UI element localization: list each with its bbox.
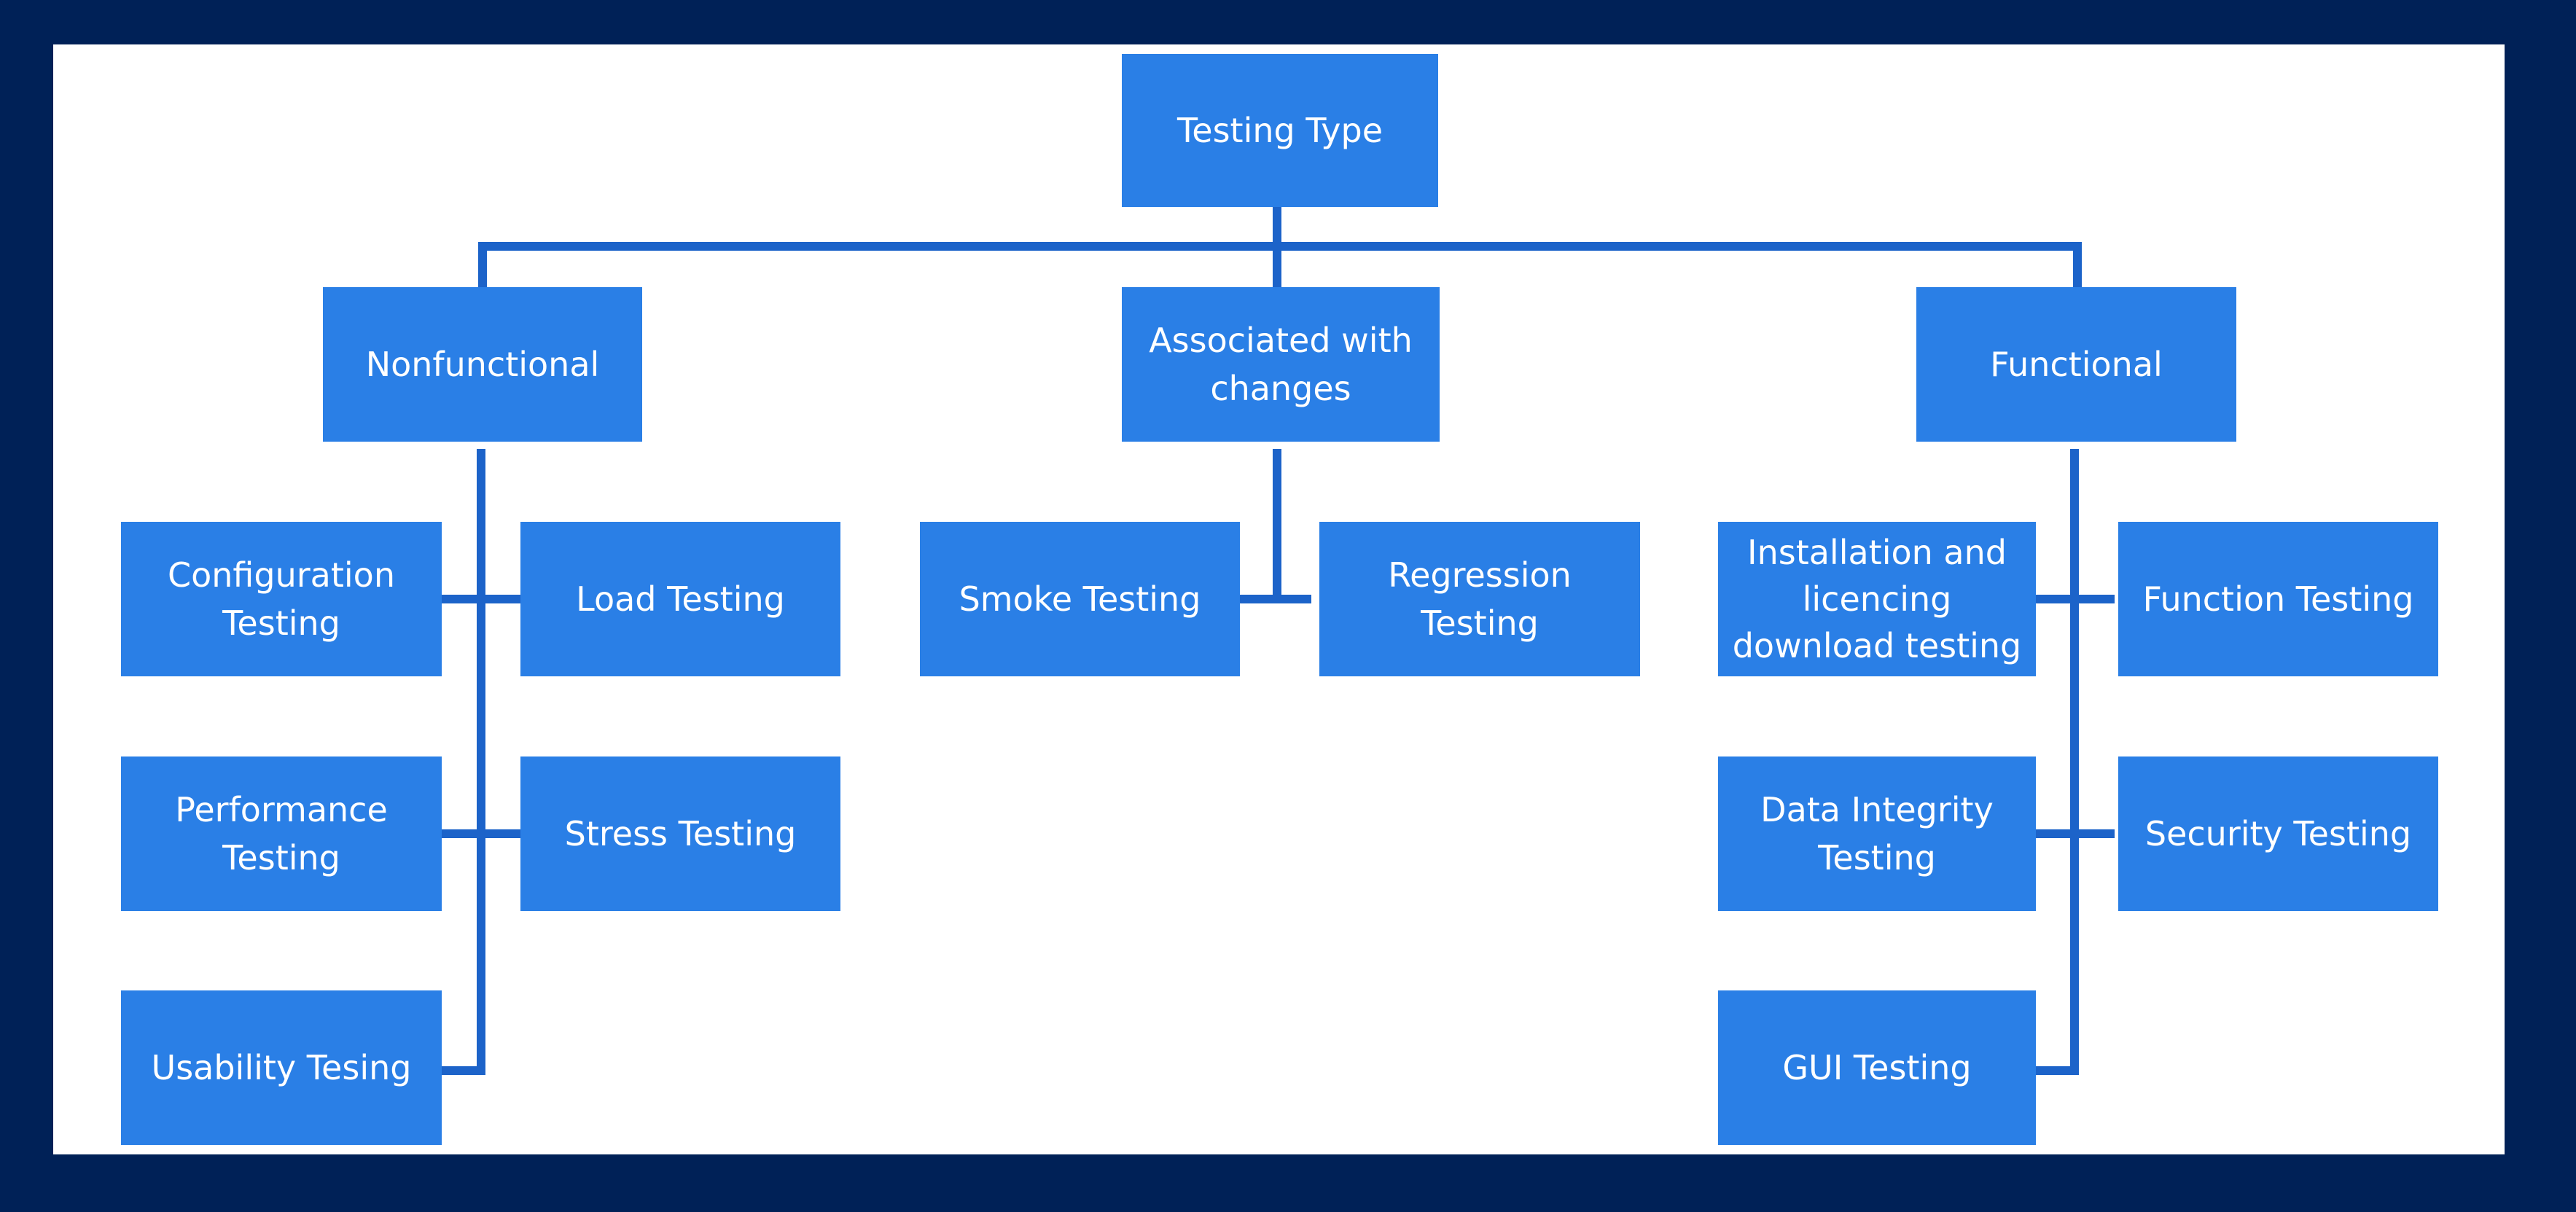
connector-changes-row [1240,595,1311,603]
connector-nonfunctional-row3 [442,1066,485,1075]
category-node-associated-with-changes: Associated with changes [1122,287,1440,442]
leaf-node-installation-licencing-testing: Installation and licencing download test… [1718,522,2036,676]
leaf-node-gui-testing: GUI Testing [1718,990,2036,1145]
connector-drop-nonfunctional [478,242,487,287]
leaf-node-usability-testing: Usability Tesing [121,990,442,1145]
connector-changes-spine [1273,449,1281,602]
category-node-nonfunctional: Nonfunctional [323,287,642,442]
leaf-node-smoke-testing: Smoke Testing [920,522,1240,676]
leaf-node-function-testing: Function Testing [2118,522,2438,676]
connector-nonfunctional-row1 [442,595,520,603]
connector-root-stem [1273,207,1281,251]
leaf-node-performance-testing: Performance Testing [121,756,442,911]
leaf-node-configuration-testing: Configuration Testing [121,522,442,676]
category-node-functional: Functional [1916,287,2236,442]
leaf-node-data-integrity-testing: Data Integrity Testing [1718,756,2036,911]
connector-functional-row3 [2036,1066,2079,1075]
leaf-node-stress-testing: Stress Testing [520,756,840,911]
leaf-node-security-testing: Security Testing [2118,756,2438,911]
connector-nonfunctional-row2 [442,829,520,838]
connector-functional-row1 [2036,595,2115,603]
connector-nonfunctional-spine [477,449,485,1075]
connector-functional-spine [2070,449,2079,1075]
leaf-node-load-testing: Load Testing [520,522,840,676]
connector-drop-functional [2073,242,2082,287]
connector-functional-row2 [2036,829,2115,838]
leaf-node-regression-testing: Regression Testing [1319,522,1640,676]
root-node-testing-type: Testing Type [1122,54,1438,207]
connector-drop-changes [1273,242,1281,287]
